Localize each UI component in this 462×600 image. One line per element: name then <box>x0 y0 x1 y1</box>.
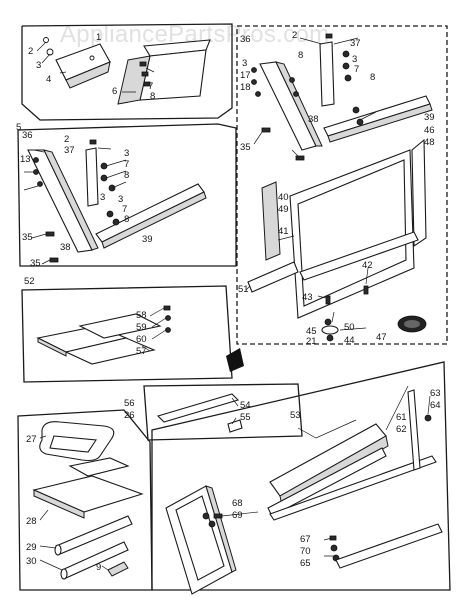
callout-58: 58 <box>136 310 147 321</box>
callout-51: 51 <box>238 284 249 295</box>
callout-70: 70 <box>300 546 311 557</box>
callout-42: 42 <box>362 260 373 271</box>
callout-30: 30 <box>26 556 37 567</box>
callout-39: 39 <box>142 234 153 245</box>
callout-68: 68 <box>232 498 243 509</box>
callout-3: 3 <box>118 194 123 205</box>
callout-7: 7 <box>148 81 153 92</box>
callout-55: 55 <box>240 412 251 423</box>
callout-61: 61 <box>396 412 407 423</box>
callout-8: 8 <box>124 170 129 181</box>
callout-7: 7 <box>124 159 129 170</box>
callout-26: 26 <box>124 410 135 421</box>
callout-8: 8 <box>150 91 155 102</box>
callout-8: 8 <box>370 72 375 83</box>
callout-41: 41 <box>278 226 289 237</box>
callout-38: 38 <box>308 114 319 125</box>
callout-53: 53 <box>290 410 301 421</box>
callout-7: 7 <box>122 204 127 215</box>
callout-3: 3 <box>36 60 41 71</box>
callout-39: 39 <box>424 112 435 123</box>
section-frames <box>17 23 451 591</box>
callout-3: 3 <box>100 192 105 203</box>
top-left-bracket-parts <box>36 37 211 105</box>
callout-numbers: 2 3 4 1 6 7 8 5 36 2 37 3 13 7 8 3 3 7 8… <box>16 30 441 573</box>
callout-3: 3 <box>242 58 247 69</box>
callout-35: 35 <box>22 232 33 243</box>
callout-59: 59 <box>136 322 147 333</box>
callout-35: 35 <box>30 258 41 269</box>
callout-35: 35 <box>240 142 251 153</box>
callout-46: 46 <box>424 125 435 136</box>
bottom-left-panel-parts <box>32 421 144 580</box>
bottom-right-panel-parts <box>165 385 443 595</box>
callout-2: 2 <box>28 46 33 57</box>
callout-37: 37 <box>350 38 361 49</box>
callout-56: 56 <box>124 398 135 409</box>
callout-9: 9 <box>96 562 101 573</box>
callout-50: 50 <box>344 322 355 333</box>
callout-69: 69 <box>232 510 243 521</box>
callout-13: 13 <box>20 154 31 165</box>
right-window-panel-parts <box>245 33 433 342</box>
callout-48: 48 <box>424 137 435 148</box>
callout-5: 5 <box>16 122 21 133</box>
callout-65: 65 <box>300 558 311 569</box>
callout-29: 29 <box>26 542 37 553</box>
callout-8: 8 <box>124 214 129 225</box>
callout-57: 57 <box>136 346 147 357</box>
callout-60: 60 <box>136 334 147 345</box>
callout-36: 36 <box>22 130 33 141</box>
callout-2: 2 <box>64 134 69 145</box>
callout-17: 17 <box>240 70 251 81</box>
callout-38: 38 <box>60 242 71 253</box>
callout-63: 63 <box>430 388 441 399</box>
callout-27: 27 <box>26 434 37 445</box>
callout-8: 8 <box>298 50 303 61</box>
callout-3: 3 <box>124 148 129 159</box>
callout-49: 49 <box>278 204 289 215</box>
callout-43: 43 <box>302 292 313 303</box>
callout-1: 1 <box>96 32 101 43</box>
callout-52: 52 <box>24 276 35 287</box>
callout-54: 54 <box>240 400 251 411</box>
callout-47: 47 <box>376 332 387 343</box>
callout-40: 40 <box>278 192 289 203</box>
callout-18: 18 <box>240 82 251 93</box>
callout-64: 64 <box>430 400 441 411</box>
callout-21: 21 <box>306 336 317 347</box>
callout-28: 28 <box>26 516 37 527</box>
callout-67: 67 <box>300 534 311 545</box>
hardware-panel-parts <box>36 305 244 372</box>
seal-panel-parts <box>156 393 243 433</box>
callout-45: 45 <box>306 326 317 337</box>
callout-36: 36 <box>240 34 251 45</box>
callout-37: 37 <box>64 145 75 156</box>
callout-6: 6 <box>112 86 117 97</box>
callout-2: 2 <box>292 30 297 41</box>
callout-3: 3 <box>352 54 357 65</box>
callout-44: 44 <box>344 335 355 346</box>
callout-4: 4 <box>46 74 51 85</box>
callout-7: 7 <box>354 64 359 75</box>
callout-62: 62 <box>396 424 407 435</box>
left-mount-assembly-parts <box>23 139 207 265</box>
